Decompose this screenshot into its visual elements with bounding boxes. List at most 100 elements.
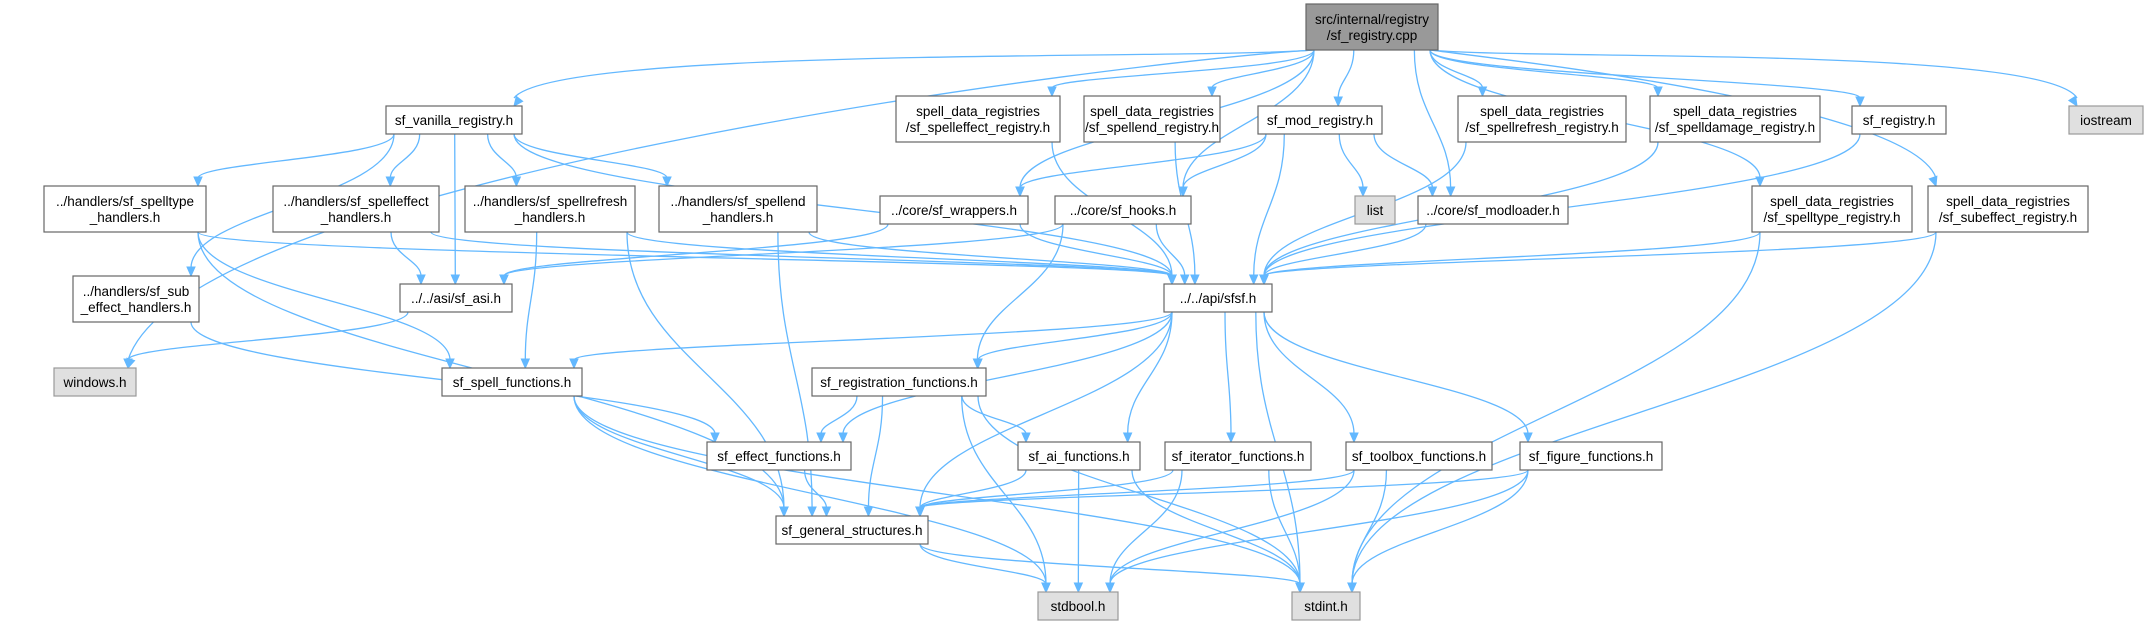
node-spelleffect-reg[interactable]: spell_data_registries/sf_spelleffect_reg…: [895, 95, 1061, 143]
node-box: [879, 195, 1029, 225]
arrowhead-mod_reg-to-sfsf: [1248, 274, 1259, 286]
arrowhead-mod_reg-to-hooks: [1178, 186, 1188, 198]
edge-spellrefresh_handlers-to-spell_functions: [524, 231, 538, 361]
node-modloader[interactable]: ../core/sf_modloader.h: [1417, 195, 1569, 225]
edge-root-to-modloader: [1413, 49, 1452, 189]
arrowhead-figure_functions-to-stdbool: [1105, 582, 1115, 594]
node-spellrefresh-reg[interactable]: spell_data_registries/sf_spellrefresh_re…: [1457, 95, 1627, 143]
arrowhead-hooks-to-asi: [499, 274, 509, 286]
node-label: sf_registry.h: [1863, 113, 1936, 128]
edge-hooks-to-registration_functions: [976, 223, 1064, 361]
edge-spell_functions-to-general_structures: [573, 395, 785, 509]
node-spelleffect-handlers[interactable]: ../handlers/sf_spelleffect_handlers.h: [272, 185, 440, 233]
node-sub-effect-handlers[interactable]: ../handlers/sf_sub_effect_handlers.h: [72, 275, 200, 323]
node-stdint[interactable]: stdint.h: [1291, 591, 1361, 621]
node-spellend-handlers[interactable]: ../handlers/sf_spellend_handlers.h: [658, 185, 818, 233]
arrowhead-mod_reg-to-modloader: [1427, 186, 1438, 198]
node-toolbox-functions[interactable]: sf_toolbox_functions.h: [1345, 441, 1493, 471]
node-label: stdbool.h: [1051, 599, 1106, 614]
edge-mod_reg-to-wrappers: [1019, 133, 1267, 189]
arrowhead-vanilla-to-spelltype_handlers: [193, 176, 203, 188]
node-label: /sf_spellrefresh_registry.h: [1465, 120, 1619, 135]
arrowhead-sfsf-to-ai_functions: [1122, 432, 1133, 444]
arrowhead-mod_reg-to-wrappers: [1015, 186, 1025, 198]
node-label: _handlers.h: [89, 210, 161, 225]
node-box: [1037, 591, 1119, 621]
node-label: sf_general_structures.h: [781, 523, 922, 538]
node-label: spell_data_registries: [916, 104, 1040, 119]
edge-iterator_functions-to-general_structures: [919, 469, 1174, 509]
node-label: spell_data_registries: [1946, 194, 2070, 209]
edge-root-to-mod_reg: [1337, 49, 1355, 99]
node-spellend-reg[interactable]: spell_data_registries/sf_spellend_regist…: [1083, 95, 1221, 143]
edge-registration_functions-to-stdbool: [961, 395, 1047, 585]
node-spelltype-reg[interactable]: spell_data_registries/sf_spelltype_regis…: [1751, 185, 1913, 233]
node-label: sf_ai_functions.h: [1028, 449, 1129, 464]
node-wrappers[interactable]: ../core/sf_wrappers.h: [879, 195, 1029, 225]
edge-root-to-spelleffect_reg: [1051, 49, 1315, 89]
node-label: ../core/sf_hooks.h: [1070, 203, 1177, 218]
edge-iterator_functions-to-stdbool: [1109, 469, 1183, 585]
node-label: ../handlers/sf_sub: [83, 284, 190, 299]
node-vanilla[interactable]: sf_vanilla_registry.h: [385, 105, 523, 135]
edge-vanilla-to-asi: [454, 133, 456, 277]
edge-vanilla-to-spelltype_handlers: [197, 133, 395, 179]
arrowhead-sfsf-to-toolbox_functions: [1349, 432, 1359, 444]
node-asi[interactable]: ../../asi/sf_asi.h: [399, 283, 513, 313]
node-ai-functions[interactable]: sf_ai_functions.h: [1017, 441, 1141, 471]
node-effect-functions[interactable]: sf_effect_functions.h: [706, 441, 852, 471]
edge-root-to-sf_registry_h: [1429, 49, 1861, 99]
node-sfsf[interactable]: ../../api/sfsf.h: [1163, 283, 1273, 313]
node-label: ../handlers/sf_spelltype: [56, 194, 194, 209]
node-mod-reg[interactable]: sf_mod_registry.h: [1257, 105, 1383, 135]
arrowhead-effect_functions-to-general_structures: [821, 506, 832, 518]
node-label: /sf_spellend_registry.h: [1085, 120, 1219, 135]
arrowhead-sfsf-to-spell_functions: [569, 358, 579, 370]
node-list[interactable]: list: [1354, 195, 1396, 225]
node-label: sf_mod_registry.h: [1267, 113, 1373, 128]
edge-mod_reg-to-hooks: [1182, 133, 1267, 189]
node-box: [811, 367, 987, 397]
arrowhead-root-to-spellrefresh_reg: [1477, 86, 1488, 98]
node-label: sf_figure_functions.h: [1529, 449, 1654, 464]
node-general-structures[interactable]: sf_general_structures.h: [775, 515, 929, 545]
arrowhead-figure_functions-to-stdint: [1347, 582, 1357, 594]
edge-registration_functions-to-ai_functions: [961, 395, 1027, 435]
node-windows[interactable]: windows.h: [53, 367, 137, 397]
node-iostream[interactable]: iostream: [2068, 105, 2144, 135]
node-spelldamage-reg[interactable]: spell_data_registries/sf_spelldamage_reg…: [1649, 95, 1821, 143]
node-root[interactable]: src/internal/registry/sf_registry.cpp: [1305, 3, 1439, 51]
edge-effect_functions-to-general_structures: [803, 469, 828, 509]
node-spellrefresh-handlers[interactable]: ../handlers/sf_spellrefresh_handlers.h: [464, 185, 636, 233]
node-label: /sf_registry.cpp: [1327, 28, 1418, 43]
node-subeffect-reg[interactable]: spell_data_registries/sf_subeffect_regis…: [1927, 185, 2089, 233]
node-label: spell_data_registries: [1770, 194, 1894, 209]
node-box: [1017, 441, 1141, 471]
edge-spelltype_reg-to-sfsf: [1263, 231, 1761, 277]
node-stdbool[interactable]: stdbool.h: [1037, 591, 1119, 621]
node-label: _handlers.h: [702, 210, 774, 225]
arrowhead-figure_functions-to-general_structures: [915, 506, 925, 518]
edge-spelleffect_handlers-to-asi: [390, 231, 422, 277]
node-box: [385, 105, 523, 135]
node-iterator-functions[interactable]: sf_iterator_functions.h: [1164, 441, 1312, 471]
node-figure-functions[interactable]: sf_figure_functions.h: [1519, 441, 1663, 471]
node-box: [1164, 441, 1312, 471]
node-registration-functions[interactable]: sf_registration_functions.h: [811, 367, 987, 397]
edge-spellrefresh_handlers-to-sfsf: [626, 231, 1173, 277]
edge-sfsf-to-registration_functions: [977, 311, 1173, 361]
edge-spelltype_handlers-to-sfsf: [197, 231, 1173, 277]
arrowhead-general_structures-to-stdbool: [1041, 582, 1051, 594]
node-label: sf_registration_functions.h: [820, 375, 978, 390]
node-sf-registry-h[interactable]: sf_registry.h: [1851, 105, 1947, 135]
node-hooks[interactable]: ../core/sf_hooks.h: [1054, 195, 1192, 225]
edge-vanilla-to-spelleffect_handlers: [389, 133, 421, 179]
arrowhead-ai_functions-to-stdbool: [1073, 582, 1084, 594]
node-box: [72, 275, 200, 323]
arrowhead-vanilla-to-spelleffect_handlers: [385, 176, 396, 188]
node-spell-functions[interactable]: sf_spell_functions.h: [441, 367, 583, 397]
node-spelltype-handlers[interactable]: ../handlers/sf_spelltype_handlers.h: [43, 185, 207, 233]
edge-subeffect_reg-to-stdint: [1351, 231, 1937, 585]
node-label: src/internal/registry: [1315, 12, 1429, 27]
